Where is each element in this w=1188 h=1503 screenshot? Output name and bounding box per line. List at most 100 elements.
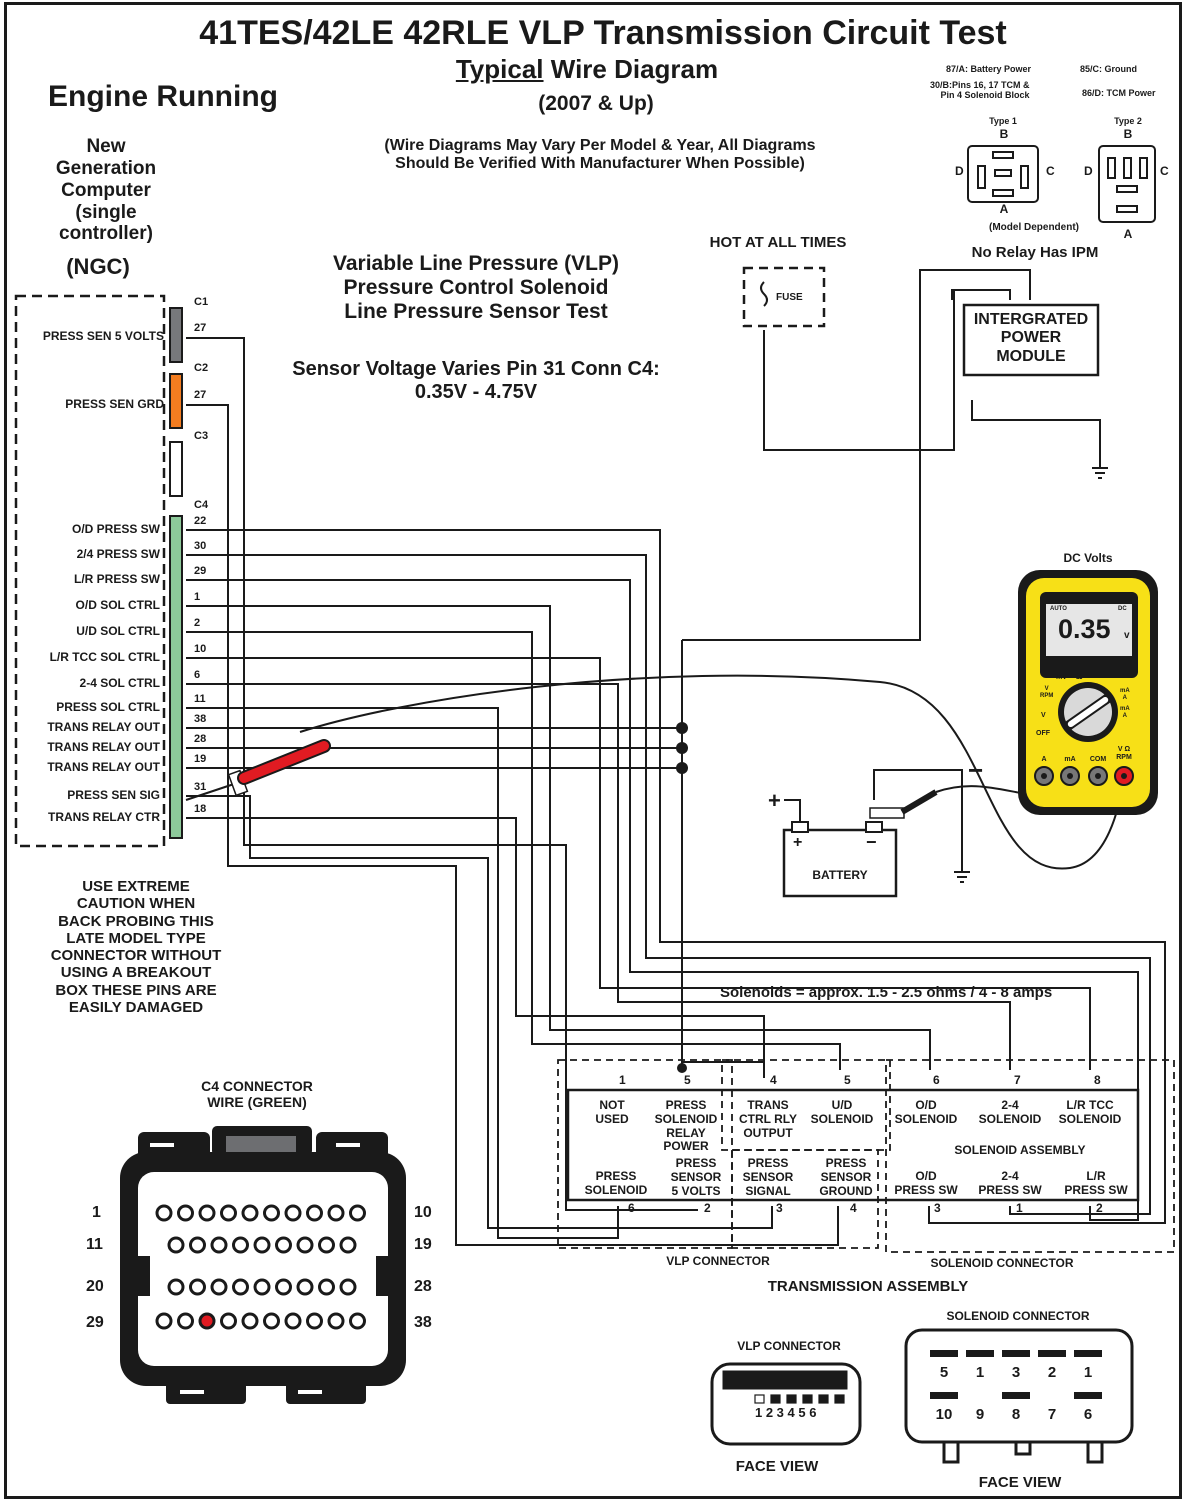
sol-face-number: 8	[1011, 1406, 1021, 1423]
wire-fuse-feed	[763, 290, 955, 451]
assembly-top-pin: 5	[684, 1073, 691, 1087]
assembly-top-label: 2-4 SOLENOID	[978, 1098, 1042, 1126]
ground-symbol	[954, 866, 970, 883]
subtitle-typical: Typical	[455, 54, 544, 84]
c4-pin-label: L/R PRESS SW	[73, 572, 160, 586]
c4-pin-cavity	[220, 1312, 237, 1330]
c4-row-right-10: 10	[414, 1204, 432, 1221]
sol-face-number: 2	[1047, 1364, 1057, 1381]
fuse-label: FUSE	[776, 292, 803, 303]
sol-face-title: SOLENOID CONNECTOR	[946, 1309, 1090, 1323]
assembly-top-label: NOT USED	[595, 1098, 629, 1126]
assembly-top-label: U/D SOLENOID	[810, 1098, 874, 1126]
assembly-top-label: L/R TCC SOLENOID	[1058, 1098, 1122, 1126]
meter-jack-a: A	[1041, 756, 1047, 763]
meter-ohm: Ω	[1076, 672, 1083, 681]
sol-face-pin	[1074, 1350, 1102, 1357]
c4-connector-title: C4 CONNECTOR WIRE (GREEN)	[201, 1078, 313, 1111]
c4-pin-cavity	[167, 1278, 185, 1296]
relay-type1-icon	[967, 145, 1039, 203]
c4-pin-cavity	[253, 1278, 271, 1296]
wire-lr-press	[186, 579, 1139, 1221]
relay-model-dep: (Model Dependent)	[989, 222, 1079, 233]
c2-block	[169, 373, 183, 429]
c4-pin-cavity	[296, 1278, 314, 1296]
assembly-box	[566, 1088, 1140, 1202]
junction-dot	[677, 1063, 687, 1073]
c4-pin-cavity	[349, 1204, 366, 1222]
wire-od-press	[186, 529, 1166, 1224]
year-range: (2007 & Up)	[538, 92, 654, 115]
c4-pin-label: TRANS RELAY OUT	[47, 740, 160, 754]
assembly-bottom-pin: 4	[850, 1201, 857, 1215]
sol-face-pin	[1002, 1350, 1030, 1357]
sol-face-number: 5	[939, 1364, 949, 1381]
c4-pin-number: 38	[194, 713, 207, 725]
relay-type1: Type 1	[989, 116, 1017, 126]
c4-pin-cavity	[177, 1204, 194, 1222]
assembly-top-pin: 7	[1014, 1073, 1021, 1087]
vlp-face-pin	[754, 1394, 765, 1404]
connector-c4: C4	[194, 499, 209, 511]
c4-pin-cavity	[339, 1236, 357, 1254]
wire-ipm-ground	[971, 400, 1101, 462]
c4-pin-cavity	[306, 1312, 323, 1330]
battery-minus: −	[866, 832, 877, 852]
c4-row-left-20: 20	[86, 1278, 104, 1295]
alligator-clip-icon	[869, 789, 938, 819]
sol-face-number: 3	[1011, 1364, 1021, 1381]
vlp-face-pins	[754, 1394, 845, 1404]
subtitle: Typical Wire Diagram	[455, 54, 718, 85]
sol-face-pin	[1002, 1392, 1030, 1399]
c4-pin-cavity	[284, 1204, 302, 1222]
c4-pin-label: O/D SOL CTRL	[75, 598, 160, 612]
meter-jack-com: COM	[1089, 756, 1107, 763]
c4-pin-number: 29	[194, 565, 207, 577]
test-title: Variable Line Pressure (VLP) Pressure Co…	[333, 252, 619, 324]
wire-c2-27	[186, 404, 839, 1246]
c4-pin-cavity	[327, 1204, 345, 1222]
c4-pin-label: L/R TCC SOL CTRL	[49, 650, 160, 664]
solenoid-note: Solenoids = approx. 1.5 - 2.5 ohms / 4 -…	[720, 984, 1053, 1001]
meter-jack-v: V Ω RPM	[1116, 746, 1132, 762]
pin-number: 27	[194, 389, 207, 401]
c4-pin-label: TRANS RELAY CTR	[47, 810, 160, 824]
c4-row-right-28: 28	[414, 1278, 432, 1295]
meter-vrpm: V RPM	[1040, 686, 1054, 699]
solenoid-connector-dash	[885, 1059, 1175, 1253]
c3-block	[169, 441, 183, 497]
assembly-bottom-pin: 3	[934, 1201, 941, 1215]
relay-type2: Type 2	[1114, 116, 1142, 126]
c4-pin-cavity	[349, 1312, 366, 1330]
vlp-face-title: VLP CONNECTOR	[737, 1339, 841, 1353]
c4-pin-cavity	[232, 1236, 249, 1254]
solenoid-connector-label: SOLENOID CONNECTOR	[930, 1256, 1074, 1270]
c4-pin-label: 2/4 PRESS SW	[76, 547, 160, 561]
solenoid-face-icon	[904, 1328, 1134, 1464]
assembly-bottom-label: PRESS SENSOR SIGNAL	[742, 1156, 794, 1198]
relay-legend-87: 87/A: Battery Power	[946, 64, 1032, 74]
battery-lead-plus: +	[768, 788, 781, 813]
battery-plus: +	[793, 834, 803, 851]
assembly-top-label: TRANS CTRL RLY OUTPUT	[738, 1098, 798, 1140]
sol-face-number: 6	[1083, 1406, 1093, 1423]
ngc-boundary	[14, 294, 166, 848]
computer-label: New Generation Computer (single controll…	[55, 136, 157, 245]
assembly-top-pin: 1	[619, 1073, 626, 1087]
meter-lead-v	[299, 674, 1125, 870]
sol-face-number: 1	[1083, 1364, 1093, 1381]
c4-pin-cavity	[263, 1204, 280, 1222]
c4-pin-cavity	[339, 1278, 357, 1296]
assembly-bottom-label: L/R PRESS SW	[1064, 1169, 1128, 1197]
relay-b: B	[1123, 127, 1133, 141]
c4-pin-cavity	[318, 1278, 335, 1296]
assembly-bottom-label: PRESS SENSOR GROUND	[819, 1156, 873, 1198]
wire-ipm-side	[951, 289, 1011, 300]
c4-pin-cavity	[318, 1236, 335, 1254]
c4-pin-cavity	[220, 1204, 237, 1222]
connector-c2: C2	[194, 362, 209, 374]
c4-pin-cavity	[284, 1312, 302, 1330]
c4-pin-number: 10	[194, 643, 207, 655]
sol-face-pin	[966, 1350, 994, 1357]
